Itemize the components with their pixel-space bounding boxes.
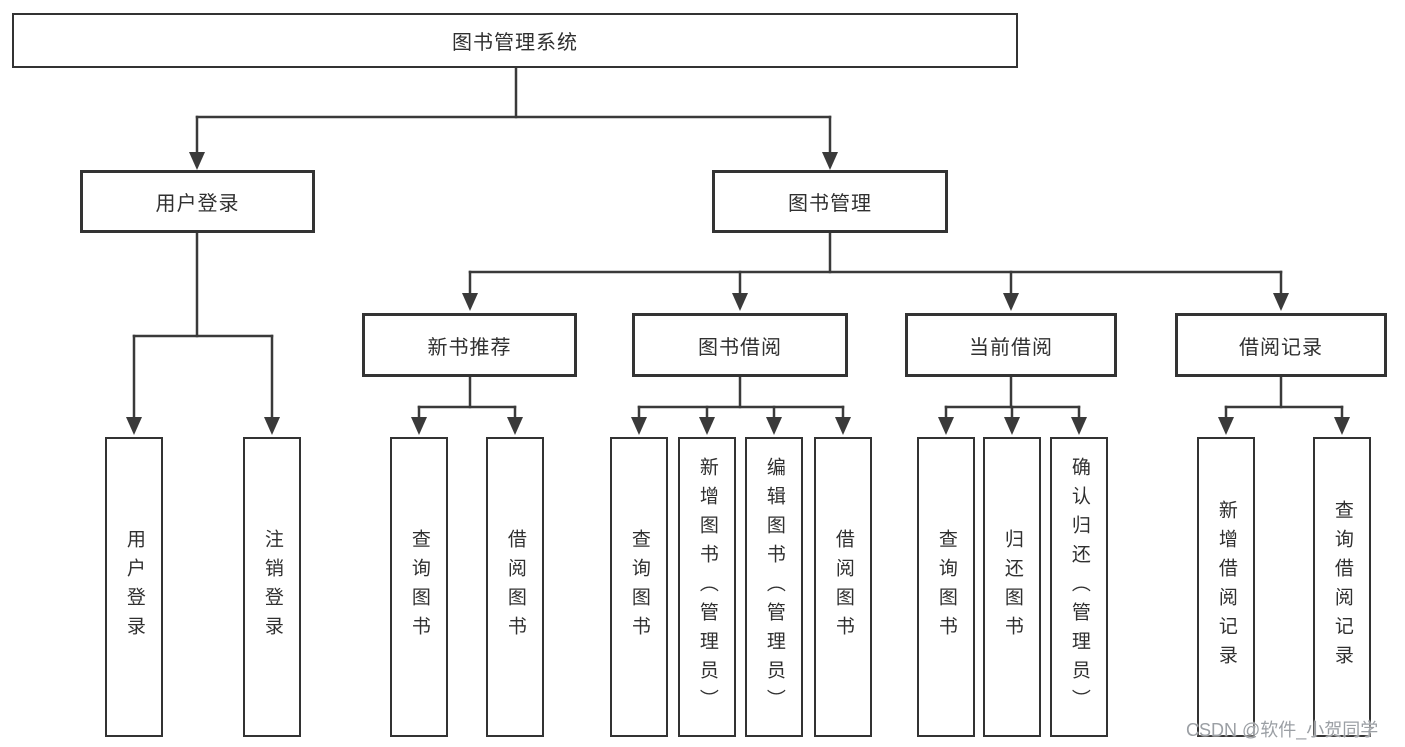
node-current-borrow: 当前借阅 xyxy=(905,313,1117,377)
connector-current-borrow-children xyxy=(938,375,1087,435)
node-label: 借阅记录 xyxy=(1239,336,1323,359)
connector-new-book-children xyxy=(411,375,523,435)
connector-borrow-records-children xyxy=(1218,375,1350,435)
node-label: 图书管理 xyxy=(788,193,872,215)
leaf-logout: 注销登录 xyxy=(243,437,301,737)
connector-book-borrow-children xyxy=(631,375,851,435)
leaf-query-borrow-record: 查询借阅记录 xyxy=(1313,437,1371,737)
node-label: 用户登录 xyxy=(123,529,145,645)
node-user-login: 用户登录 xyxy=(80,170,315,233)
node-label: 用户登录 xyxy=(155,193,240,215)
leaf-confirm-return-admin: 确认归还（管理员） xyxy=(1050,437,1108,737)
node-label: 新增借阅记录 xyxy=(1215,500,1237,674)
node-label: 借阅图书 xyxy=(832,529,854,645)
leaf-query-books-recommend: 查询图书 xyxy=(390,437,448,737)
node-borrow-records: 借阅记录 xyxy=(1175,313,1387,377)
connector-root-to-level1 xyxy=(189,66,838,170)
leaf-user-login: 用户登录 xyxy=(105,437,163,737)
node-label: 查询图书 xyxy=(935,529,957,645)
node-label: 确认归还（管理员） xyxy=(1068,456,1090,718)
node-label: 新增图书（管理员） xyxy=(696,456,718,718)
leaf-borrow-books-recommend: 借阅图书 xyxy=(486,437,544,737)
node-new-book-recommend: 新书推荐 xyxy=(362,313,577,377)
leaf-add-books-admin: 新增图书（管理员） xyxy=(678,437,736,737)
leaf-query-books-borrow: 查询图书 xyxy=(610,437,668,737)
connector-book-mgmt-children xyxy=(462,231,1289,311)
leaf-query-books-current: 查询图书 xyxy=(917,437,975,737)
node-label: 图书管理系统 xyxy=(452,32,578,54)
leaf-return-books: 归还图书 xyxy=(983,437,1041,737)
leaf-add-borrow-record: 新增借阅记录 xyxy=(1197,437,1255,737)
leaf-borrow-books: 借阅图书 xyxy=(814,437,872,737)
node-book-mgmt: 图书管理 xyxy=(712,170,948,233)
node-library-system: 图书管理系统 xyxy=(12,13,1018,68)
node-book-borrow: 图书借阅 xyxy=(632,313,848,377)
node-label: 查询图书 xyxy=(628,529,650,645)
node-label: 借阅图书 xyxy=(504,529,526,645)
node-label: 查询借阅记录 xyxy=(1331,500,1353,674)
node-label: 注销登录 xyxy=(261,529,283,645)
node-label: 图书借阅 xyxy=(698,336,782,359)
node-label: 归还图书 xyxy=(1001,529,1023,645)
watermark: CSDN @软件_小贺同学 xyxy=(1186,720,1379,740)
node-label: 编辑图书（管理员） xyxy=(763,456,785,718)
node-label: 新书推荐 xyxy=(427,336,512,359)
node-label: 当前借阅 xyxy=(969,336,1053,359)
connector-user-login-children xyxy=(126,231,280,435)
leaf-edit-books-admin: 编辑图书（管理员） xyxy=(745,437,803,737)
node-label: 查询图书 xyxy=(408,529,430,645)
